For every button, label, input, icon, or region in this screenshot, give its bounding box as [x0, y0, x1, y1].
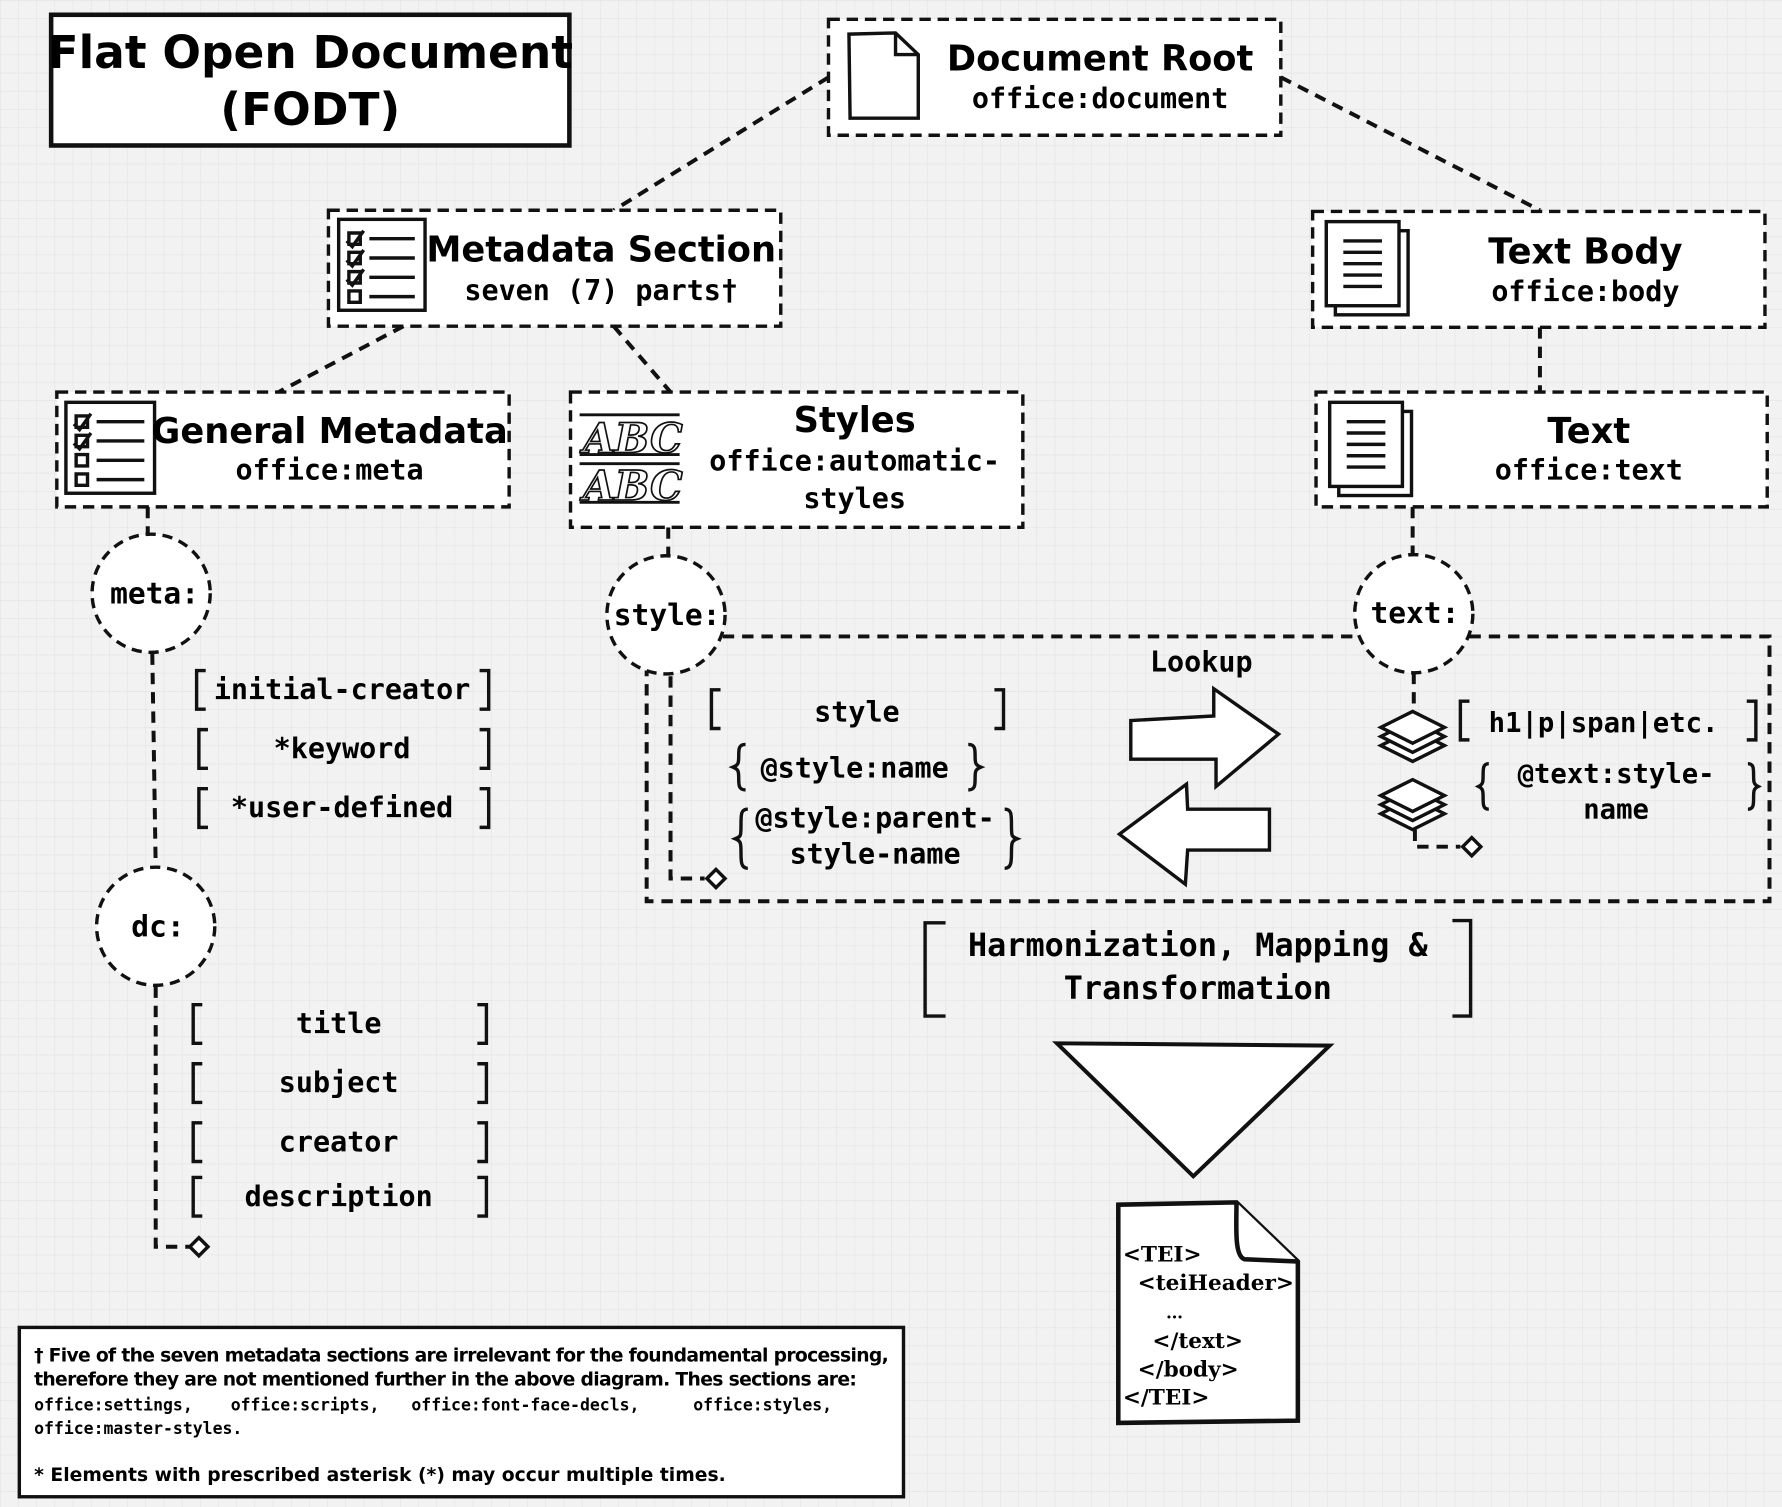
node-metadata-section: Metadata Section seven (7) parts† [326, 208, 783, 328]
arrow-right-icon [1129, 685, 1282, 791]
pages-icon [1324, 219, 1410, 317]
node-general-metadata: General Metadata office:meta [55, 390, 511, 509]
dc-item: creator [279, 1125, 399, 1158]
footnote-section: office:font-face-decls, [411, 1395, 639, 1414]
footnote-section: office:styles, [693, 1395, 832, 1414]
checklist-icon [336, 217, 427, 312]
title-line1: Flat Open Document [48, 26, 573, 79]
node-element: office:body [1491, 275, 1679, 308]
tei-line: <TEI> [1123, 1243, 1202, 1268]
namespace-text: text: [1352, 552, 1475, 675]
funnel-triangle [1051, 1041, 1335, 1180]
lookup-label: Lookup [1150, 646, 1253, 679]
footnote-section: office:master-styles. [34, 1419, 242, 1438]
footnote-asterisk-note: * Elements with prescribed asterisk (*) … [34, 1465, 726, 1486]
meta-item: initial-creator [214, 673, 471, 706]
text-element: h1|p|span|etc. [1489, 708, 1719, 739]
diamond-terminator [1460, 835, 1484, 859]
namespace-label: dc: [131, 909, 184, 943]
style-attribute: @style:parent- [755, 801, 994, 834]
document-icon [847, 31, 920, 120]
footnote-line: † Five of the seven metadata sections ar… [34, 1346, 889, 1367]
node-element: styles [803, 482, 906, 515]
dc-item: subject [279, 1066, 399, 1099]
namespace-label: meta: [110, 576, 199, 610]
node-title: Document Root [947, 38, 1254, 79]
footnote-line: therefore they are not mentioned further… [34, 1369, 857, 1390]
node-title: Metadata Section [426, 229, 776, 270]
title-line2: (FODT) [220, 83, 400, 136]
layers-icon [1377, 709, 1449, 764]
diamond-terminator [704, 867, 728, 891]
node-title: Text [1547, 411, 1630, 452]
tei-line: </body> [1138, 1357, 1239, 1382]
node-title: General Metadata [151, 411, 507, 452]
node-title: Text Body [1488, 232, 1682, 273]
process-label: Harmonization, Mapping & [968, 926, 1429, 964]
mapping-container [644, 634, 1772, 904]
text-brackets [1458, 699, 1762, 811]
meta-item: *user-defined [231, 791, 453, 824]
node-styles: ABC ABC Styles office:automatic- styles [568, 390, 1025, 530]
style-element: style [814, 696, 900, 729]
text-attribute: @text:style- [1518, 759, 1715, 790]
layers-icon [1377, 777, 1449, 832]
checklist-icon [64, 400, 157, 495]
dc-item: description [245, 1180, 433, 1213]
process-brackets [923, 918, 1473, 1018]
style-attribute: style-name [790, 838, 961, 871]
node-element: office:document [972, 82, 1229, 115]
meta-item: *keyword [274, 732, 411, 765]
footnote-section: office:settings, [34, 1395, 193, 1414]
abc-typography-icon: ABC ABC [578, 413, 684, 511]
node-element: office:text [1495, 454, 1683, 487]
dc-items [191, 1002, 489, 1218]
namespace-label: text: [1370, 596, 1459, 630]
node-element: office:meta [236, 454, 424, 487]
style-attribute: @style:name [761, 751, 949, 784]
process-label: Transformation [1064, 969, 1332, 1007]
node-text-body: Text Body office:body [1310, 209, 1767, 330]
footnote-section: office:scripts, [231, 1395, 380, 1414]
tei-line: </TEI> [1123, 1386, 1210, 1411]
namespace-style: style: [605, 554, 727, 676]
node-text: Text office:text [1314, 390, 1769, 509]
meta-items [194, 668, 491, 830]
tei-document: <TEI> <teiHeader> … </text> </body> </TE… [1116, 1200, 1301, 1426]
tei-line: </text> [1152, 1329, 1243, 1354]
diamond-terminator [187, 1235, 211, 1259]
node-element: office:automatic- [709, 445, 1000, 478]
diagram-title: Flat Open Document (FODT) [48, 12, 573, 148]
namespace-dc: dc: [94, 865, 217, 988]
tei-line: … [1166, 1303, 1183, 1323]
pages-icon [1327, 400, 1414, 498]
style-brackets [709, 688, 1022, 870]
connectors [145, 75, 1542, 1249]
arrow-left-icon [1116, 780, 1272, 888]
namespace-label: style: [614, 598, 721, 632]
node-document-root: Document Root office:document [826, 17, 1283, 137]
footnote-box: † Five of the seven metadata sections ar… [17, 1325, 906, 1499]
node-title: Styles [794, 400, 916, 441]
namespace-meta: meta: [90, 532, 212, 655]
node-subtitle: seven (7) parts† [464, 274, 738, 307]
tei-line: <teiHeader> [1138, 1271, 1294, 1296]
text-attribute: name [1583, 794, 1649, 825]
dc-item: title [296, 1007, 382, 1040]
